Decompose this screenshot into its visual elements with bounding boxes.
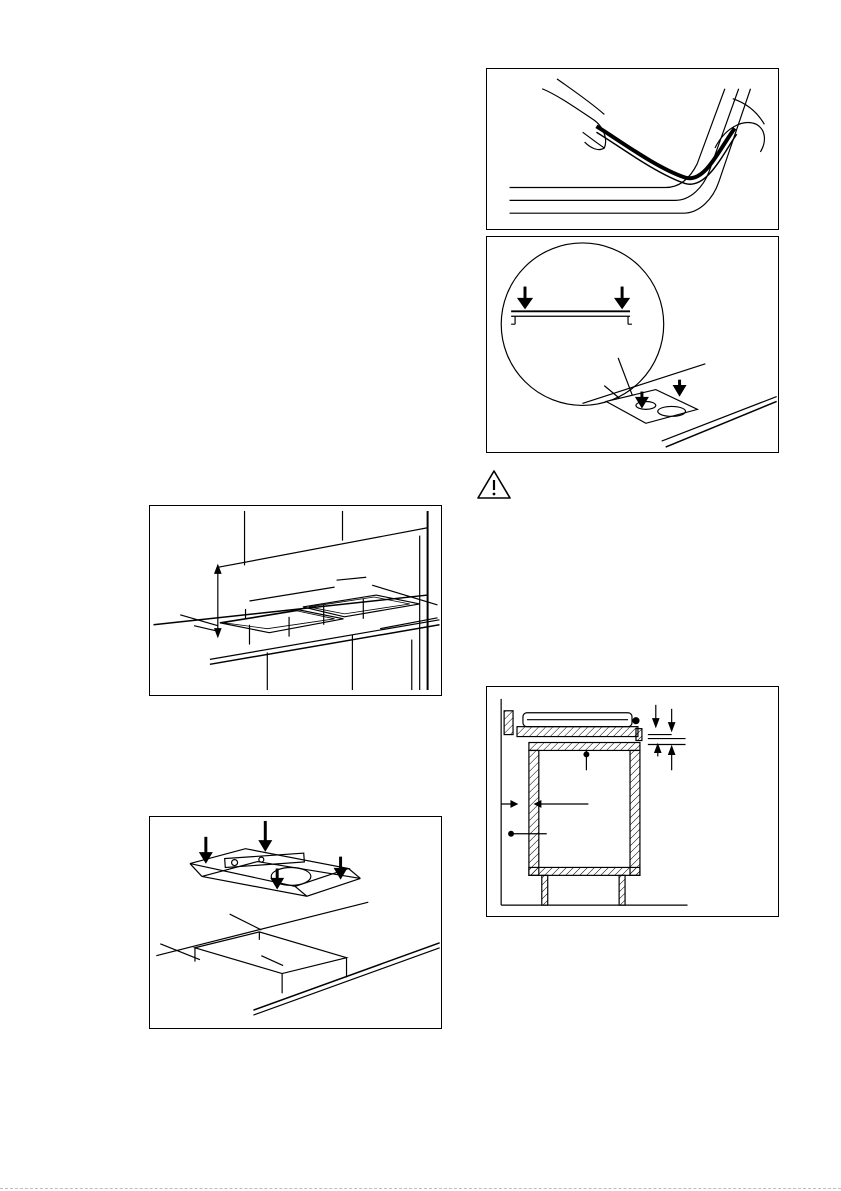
- page-bottom-rule: [0, 1188, 841, 1189]
- figure-cutout-dimensions: [149, 505, 442, 696]
- cutout-dimensions-drawing: [150, 506, 441, 695]
- seal-strip-application-drawing: [487, 69, 778, 229]
- figure-clearances: [486, 686, 779, 917]
- cabinet-clearance-cross-section: [487, 687, 778, 916]
- warning-triangle-icon: [476, 468, 512, 500]
- figure-press-hob: [486, 236, 779, 453]
- figure-place-hob: [149, 816, 442, 1029]
- figure-apply-seal: [486, 68, 779, 230]
- hob-placement-drawing: [150, 817, 441, 1028]
- press-hob-into-cutout-drawing: [487, 237, 778, 452]
